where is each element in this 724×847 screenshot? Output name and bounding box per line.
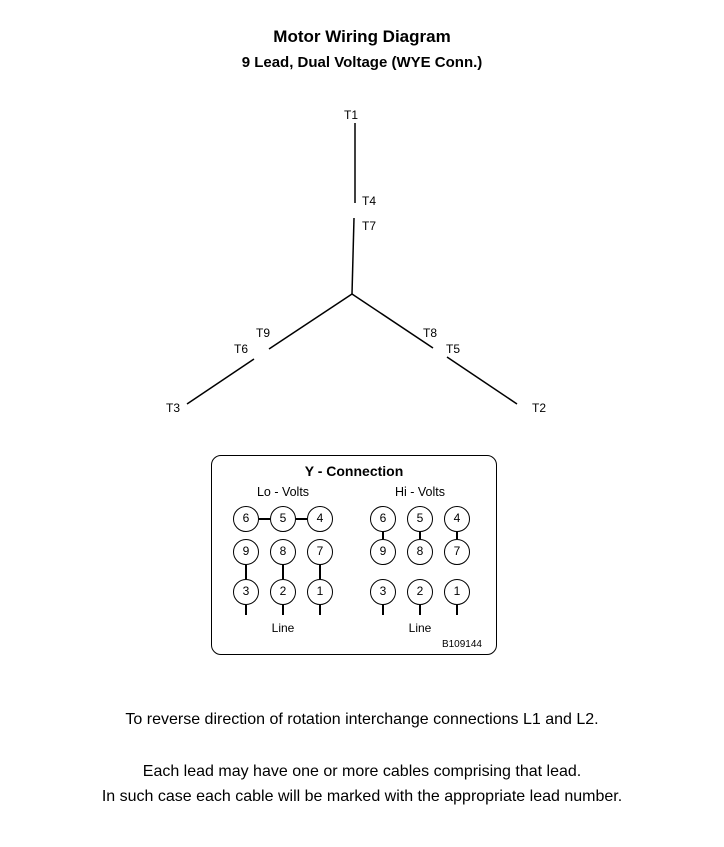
lo-line-stub-3 xyxy=(245,605,247,615)
hi-line-stub-3 xyxy=(382,605,384,615)
lead-label-t9: T9 xyxy=(256,326,270,340)
page-subtitle: 9 Lead, Dual Voltage (WYE Conn.) xyxy=(241,54,483,71)
note-cables-line1: Each lead may have one or more cables co… xyxy=(142,763,582,780)
lo-jumper-7-1 xyxy=(319,565,321,579)
lo-jumper-8-2 xyxy=(282,565,284,579)
note-cables-line2: In such case each cable will be marked w… xyxy=(101,788,623,805)
wye-leg-center-t9 xyxy=(268,293,353,350)
hi-line-stub-1 xyxy=(456,605,458,615)
lo-line-label: Line xyxy=(271,621,295,635)
lo-jumper-9-3 xyxy=(245,565,247,579)
lead-label-t1: T1 xyxy=(344,108,358,122)
hi-jumper-5-8 xyxy=(419,532,421,539)
hi-line-label: Line xyxy=(408,621,432,635)
figure-number: B109144 xyxy=(441,639,482,650)
note-reverse-rotation: To reverse direction of rotation interch… xyxy=(125,711,599,728)
lo-terminal-1: 1 xyxy=(307,579,333,605)
lo-terminal-3: 3 xyxy=(233,579,259,605)
lo-terminal-4: 4 xyxy=(307,506,333,532)
hi-volts-label: Hi - Volts xyxy=(394,485,445,499)
hi-terminal-5: 5 xyxy=(407,506,433,532)
hi-terminal-3: 3 xyxy=(370,579,396,605)
lo-terminal-9: 9 xyxy=(233,539,259,565)
lo-jumper-6-5 xyxy=(259,518,270,520)
hi-terminal-6: 6 xyxy=(370,506,396,532)
hi-line-stub-2 xyxy=(419,605,421,615)
hi-terminal-2: 2 xyxy=(407,579,433,605)
wye-leg-t5-t2 xyxy=(446,356,518,405)
wye-leg-t6-t3 xyxy=(186,358,255,405)
y-connection-box: Y - Connection Lo - Volts Hi - Volts 6 5… xyxy=(211,455,497,655)
lo-line-stub-2 xyxy=(282,605,284,615)
lo-jumper-5-4 xyxy=(296,518,307,520)
hi-terminal-1: 1 xyxy=(444,579,470,605)
lo-terminal-8: 8 xyxy=(270,539,296,565)
lo-volts-terminals: 6 5 4 9 8 7 3 2 1 Line xyxy=(233,506,333,638)
hi-jumper-4-7 xyxy=(456,532,458,539)
lo-line-stub-1 xyxy=(319,605,321,615)
lead-label-t4: T4 xyxy=(362,194,376,208)
page-title: Motor Wiring Diagram xyxy=(273,27,451,46)
hi-terminal-8: 8 xyxy=(407,539,433,565)
lead-label-t8: T8 xyxy=(423,326,437,340)
lead-label-t2: T2 xyxy=(532,401,546,415)
hi-terminal-9: 9 xyxy=(370,539,396,565)
lead-label-t7: T7 xyxy=(362,219,376,233)
wye-leg-t7-center xyxy=(351,217,355,295)
wye-leg-center-t8 xyxy=(351,293,434,349)
lo-volts-label: Lo - Volts xyxy=(256,485,310,499)
hi-terminal-4: 4 xyxy=(444,506,470,532)
lead-label-t6: T6 xyxy=(234,342,248,356)
hi-terminal-7: 7 xyxy=(444,539,470,565)
lo-terminal-6: 6 xyxy=(233,506,259,532)
lo-terminal-5: 5 xyxy=(270,506,296,532)
lo-terminal-2: 2 xyxy=(270,579,296,605)
lead-label-t3: T3 xyxy=(166,401,180,415)
lo-terminal-7: 7 xyxy=(307,539,333,565)
connection-box-title: Y - Connection xyxy=(304,463,404,479)
hi-volts-terminals: 6 5 4 9 8 7 3 2 1 Line xyxy=(370,506,470,638)
hi-jumper-6-9 xyxy=(382,532,384,539)
lead-label-t5: T5 xyxy=(446,342,460,356)
